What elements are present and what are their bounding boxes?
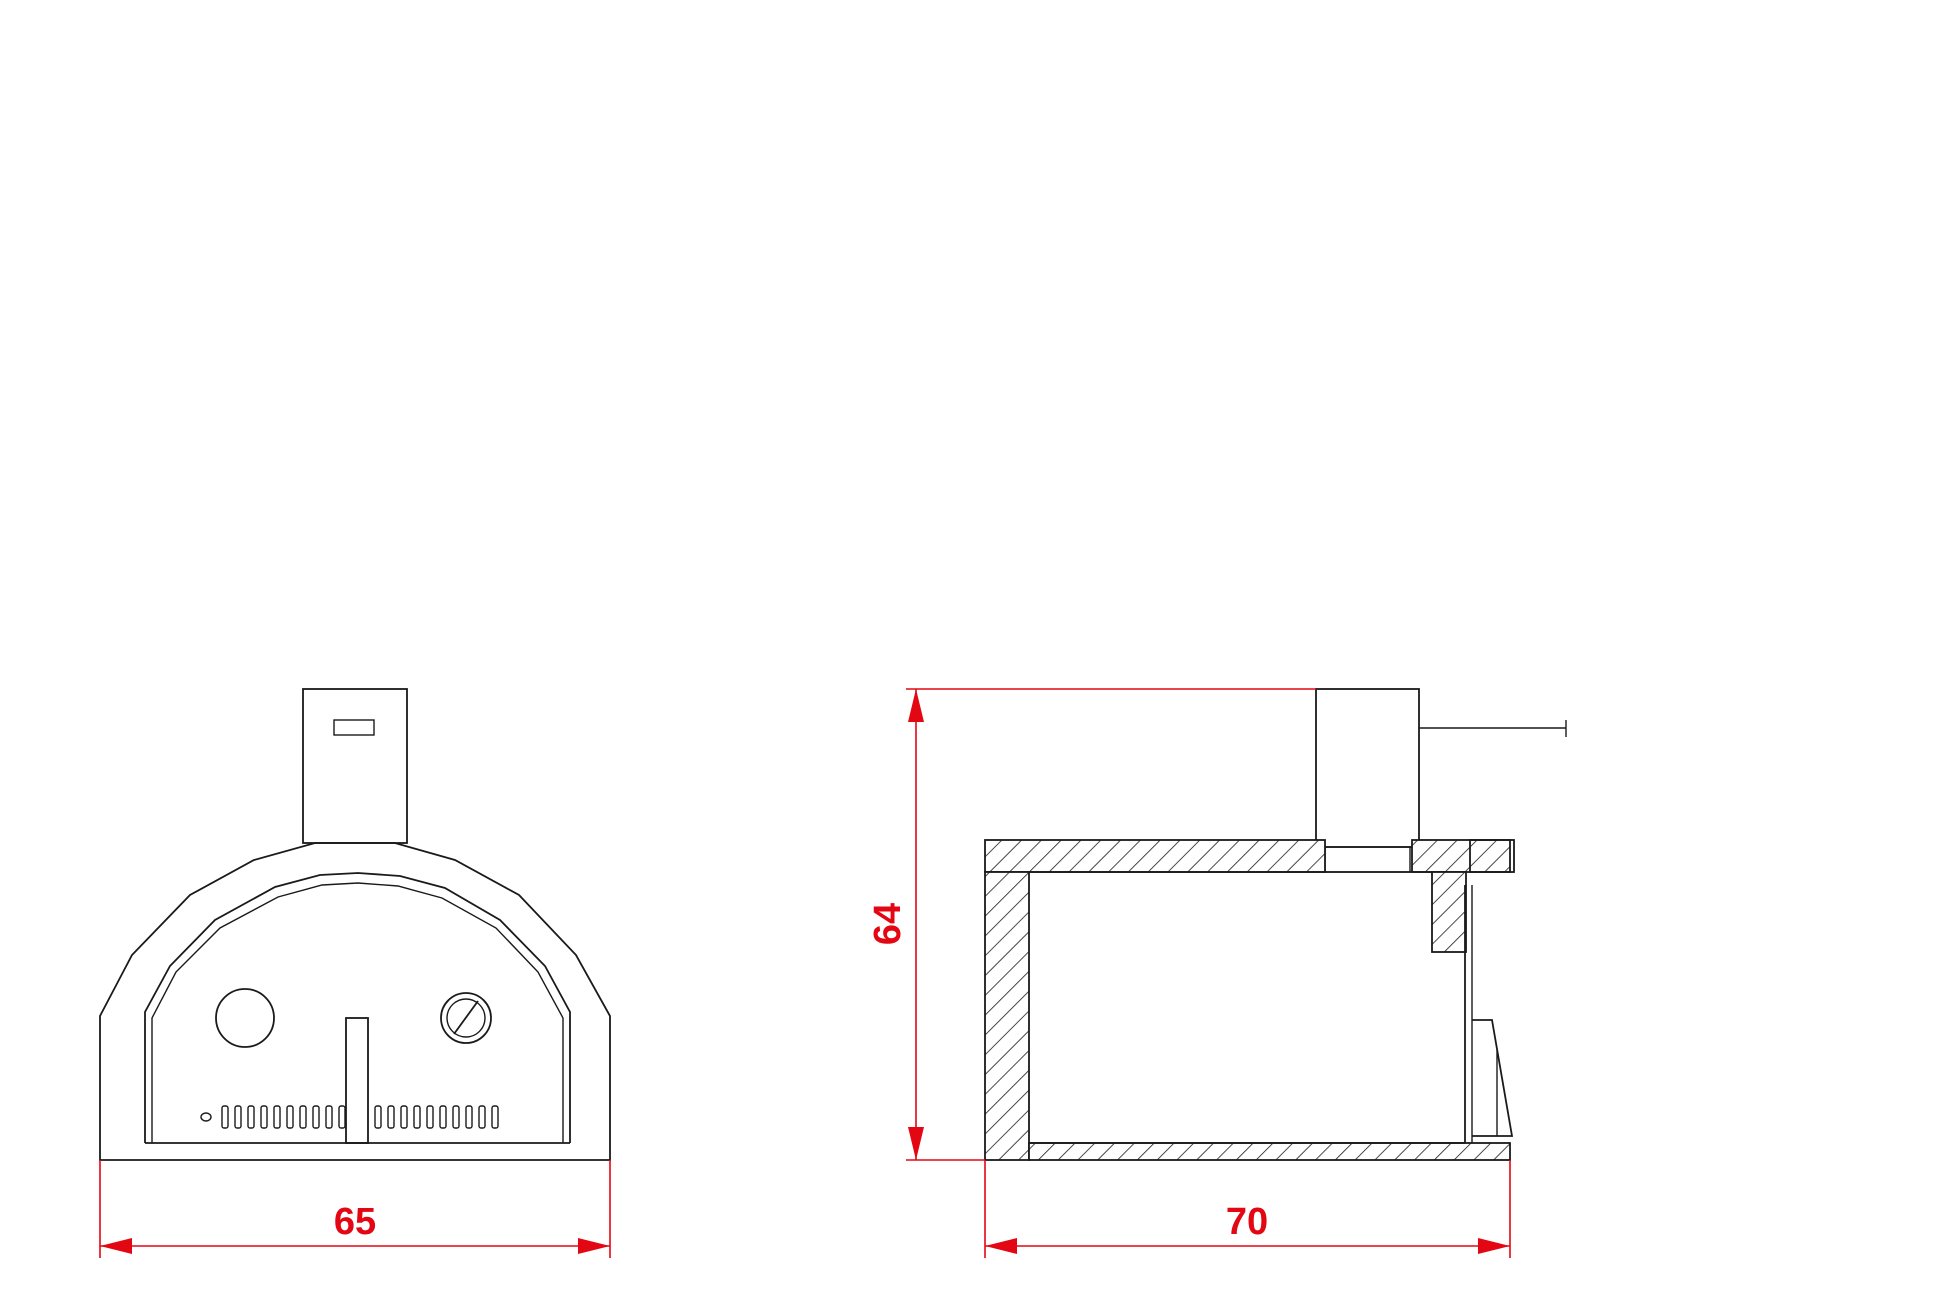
front-width-label: 65 (334, 1201, 376, 1243)
chimney (302, 688, 408, 844)
side-chimney-flue (1324, 846, 1411, 873)
side-depth-dimension: 70 (984, 1160, 1511, 1258)
front-lintel (1431, 871, 1467, 953)
roof-slab-left (984, 839, 1326, 873)
oven-door-arch-inner (151, 882, 564, 1143)
oven-outer-dome (99, 842, 611, 1161)
side-height-label: 64 (867, 903, 909, 945)
front-view: 65 (99, 688, 611, 1258)
roof-overhang (1469, 839, 1515, 873)
door-handle (345, 1017, 369, 1144)
chimney-damper-slot (333, 719, 375, 736)
back-wall (984, 871, 1030, 1161)
oven-door-arch-outer (144, 872, 571, 1143)
floor-slab (1028, 1142, 1511, 1161)
door-lip (1472, 1019, 1514, 1137)
side-chimney (1315, 688, 1420, 848)
air-vent-icon (200, 1105, 499, 1129)
side-depth-label: 70 (1226, 1201, 1268, 1243)
side-height-dimension: 64 (867, 688, 1316, 1161)
thermometer-gauge-icon (440, 992, 492, 1044)
roof-slab-right (1411, 839, 1511, 873)
front-width-dimension: 65 (99, 1160, 611, 1258)
side-section-view: 64 70 (867, 688, 1567, 1258)
door-knob (215, 988, 275, 1048)
